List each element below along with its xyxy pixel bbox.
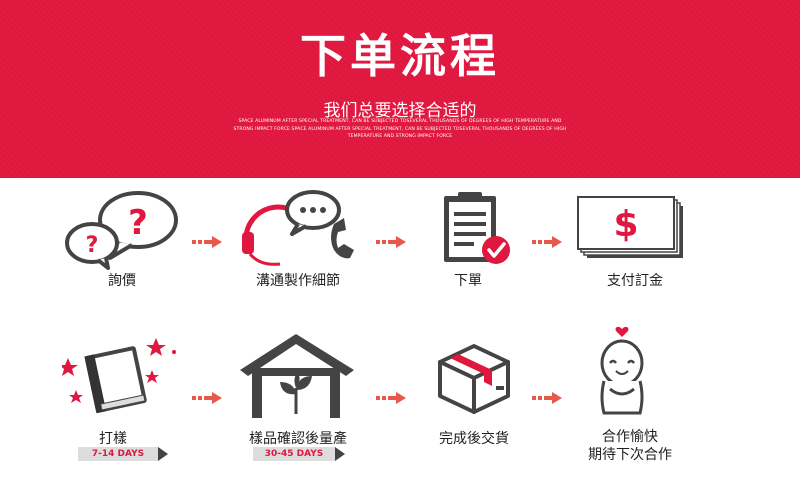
flow-arrow-4 bbox=[192, 389, 222, 408]
svg-text:?: ? bbox=[128, 203, 148, 243]
step-label-communication: 溝通製作細節 bbox=[256, 273, 340, 289]
step-label-next-cooperation: 期待下次合作 bbox=[588, 447, 672, 463]
book-stars-icon bbox=[59, 330, 184, 420]
step-label-deposit: 支付訂金 bbox=[607, 273, 663, 289]
days-badge-production: 30-45 DAYS bbox=[253, 447, 345, 461]
header-banner: 下单流程 我们总要选择合适的 SPACE ALUMINUM AFTER SPEC… bbox=[0, 0, 800, 178]
step-label-delivery: 完成後交貨 bbox=[439, 431, 509, 447]
days-label-sample: 7-14 DAYS bbox=[91, 449, 145, 459]
svg-text:$: $ bbox=[613, 204, 638, 245]
house-plant-icon bbox=[238, 330, 356, 420]
days-label-production: 30-45 DAYS bbox=[264, 449, 324, 459]
flow-arrow-3 bbox=[532, 233, 562, 252]
package-box-icon bbox=[434, 340, 514, 416]
flow-arrow-2 bbox=[376, 233, 406, 252]
question-bubbles-icon: ? ? bbox=[62, 190, 182, 270]
step-label-order: 下單 bbox=[454, 273, 482, 289]
page-title: 下单流程 bbox=[300, 29, 500, 83]
svg-text:?: ? bbox=[86, 233, 99, 258]
english-description: SPACE ALUMINUM AFTER SPECIAL TREATMENT, … bbox=[233, 119, 567, 139]
flow-arrow-5 bbox=[376, 389, 406, 408]
flow-arrow-1 bbox=[192, 233, 222, 252]
page-subtitle: 我们总要选择合适的 bbox=[323, 101, 477, 121]
happy-character-icon bbox=[594, 325, 650, 419]
clipboard-check-icon bbox=[438, 190, 518, 270]
step-label-sample: 打樣 bbox=[99, 431, 127, 447]
step-label-mass-production: 樣品確認後量產 bbox=[249, 431, 347, 447]
step-label-cooperation: 合作愉快 bbox=[602, 429, 658, 445]
step-label-inquiry: 詢價 bbox=[108, 273, 136, 289]
flow-arrow-6 bbox=[532, 389, 562, 408]
cash-stack-icon: $ bbox=[575, 192, 687, 262]
days-badge-sample: 7-14 DAYS bbox=[78, 447, 168, 461]
headset-phone-icon bbox=[238, 188, 358, 272]
